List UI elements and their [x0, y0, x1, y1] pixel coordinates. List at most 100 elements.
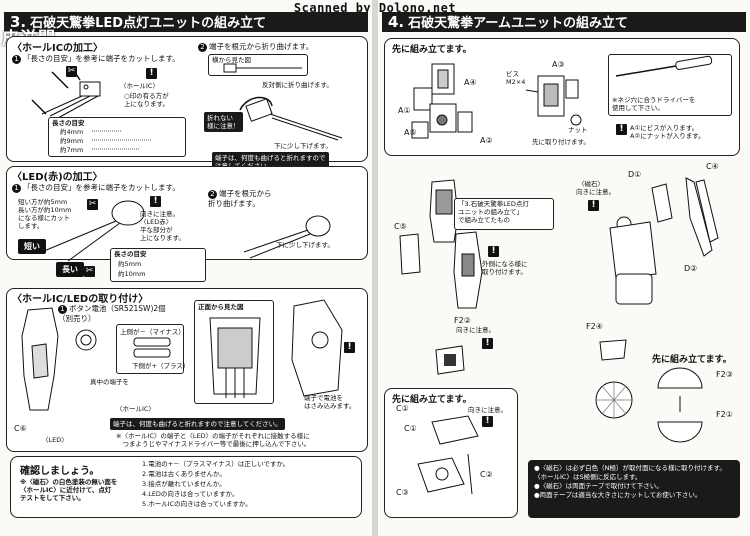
- mount-title: 〈ホールIC/LEDの取り付け〉: [12, 294, 149, 305]
- driver-note-callout: [608, 54, 732, 116]
- assemble-first-label-2: 先に組み立てます。: [652, 355, 732, 365]
- section-title: 石破天驚拳アームユニットの組み立て: [408, 16, 628, 31]
- part-c1-label: C①: [404, 424, 417, 433]
- length-guide-title: 長さの目安: [114, 250, 147, 258]
- driver-note: ※ネジ穴に合うドライバーを 使用して下さい。: [612, 96, 696, 112]
- led-unit-ref: 「3.石破天驚拳LED点灯 ユニットの組み立て」 で組み立てたもの: [458, 200, 529, 224]
- arm-side-drawing: [291, 299, 343, 397]
- check-title: 確認しましょう。: [20, 466, 100, 477]
- check-panel: [10, 456, 362, 518]
- check-item: 5.ホールICの向きは合っていますか。: [142, 500, 252, 508]
- magnet-test-note: ※〈磁石〉の白色塗装の無い面を 〈ホールIC〉に近付けて、点灯 テストをして下さ…: [20, 478, 118, 502]
- warning-icon: !: [482, 416, 493, 427]
- hall-step1: 1「長さの目安」を参考に端子をカットします。: [12, 54, 180, 64]
- magnet-label: 〈磁石〉: [578, 180, 604, 188]
- check-item: 1.電池の+－（プラスマイナス）は正しいですか。: [142, 460, 290, 468]
- part-c1-label: C①: [396, 404, 409, 413]
- part-a-assembled-drawing: [525, 75, 582, 126]
- magnet-notes-panel: ●〈磁石〉は必ず白色（N極）が取付面になる様に取り付けます。〈ホールIC〉はS極…: [528, 460, 740, 518]
- led-unit-ref-callout: [454, 198, 554, 230]
- part-c4-label: C④: [706, 162, 719, 171]
- sphere-halves-drawing: [657, 367, 703, 443]
- led-length-guide: [110, 248, 206, 282]
- hall-ic-label: 〈ホールIC〉: [120, 82, 159, 90]
- led-processing-panel: [6, 166, 368, 260]
- minus-side-label: 上側が－（マイナス）: [120, 328, 185, 336]
- part-f2-2-drawing: [435, 345, 465, 375]
- led-bend-illustration: [243, 215, 331, 259]
- step-2-icon: 2: [198, 42, 207, 52]
- part-c5-label: C⑤: [394, 222, 407, 231]
- bend-down-label: 下に少し下げます。: [274, 142, 332, 150]
- hall-ic-note: ○印の有る方が 上になります。: [124, 92, 169, 108]
- led-unit-drawing: [453, 231, 483, 309]
- part-d1-label: D①: [628, 170, 642, 179]
- part-a1-label: A①: [398, 106, 411, 115]
- hall-ic-illustration: [31, 67, 101, 119]
- section-header-3: 3.石破天驚拳LED点灯ユニットの組み立て: [4, 12, 368, 32]
- warning-icon: !: [146, 68, 157, 79]
- plus-side-label: 下側が+（プラス）: [132, 362, 190, 370]
- push-in-note: ※〈ホールIC〉の端子と〈LED〉の端子がそれぞれに接触する様に つまようじやマ…: [116, 432, 311, 448]
- step-1-icon: 1: [58, 304, 67, 314]
- fist-sphere-drawing: [595, 339, 633, 419]
- screw-nut-note: A①にビスが入ります。 A②にナットが入ります。: [630, 124, 705, 140]
- part-d2-label: D②: [684, 264, 698, 273]
- led-illustration: [43, 200, 145, 262]
- bend-reverse-label: 反対側に折り曲げます。: [262, 81, 333, 89]
- hall-ic-title: 〈ホールICの加工〉: [12, 43, 104, 54]
- warning-icon: !: [488, 246, 499, 257]
- part-f2-2-label: F2②: [454, 316, 471, 325]
- scissors-icon: ✂: [84, 266, 95, 277]
- length-guide-title: 長さの目安: [52, 119, 85, 127]
- length-item: 約4mm: [60, 128, 84, 136]
- warning-icon: !: [588, 200, 599, 211]
- led-step1: 1「長さの目安」を参考に端子をカットします。: [12, 183, 180, 193]
- step-1-icon: 1: [12, 183, 21, 193]
- warning-icon: !: [616, 124, 627, 135]
- magnet-note: ●〈磁石〉は両面テープで取付けて下さい。: [534, 482, 663, 490]
- led-mount-label: 〈LED〉: [42, 436, 68, 444]
- length-item: 約5mm: [118, 260, 142, 268]
- arm-part-c6-drawing: [21, 307, 59, 411]
- assemble-first-label: 先に組み立てます。: [392, 45, 472, 55]
- mount-repeat-warning: 端子は、何度も曲げると折れますので注意してください。: [110, 418, 285, 430]
- part-a2-label: A②: [480, 136, 493, 145]
- led-bend-down-label: 下に少し下げます。: [276, 241, 334, 249]
- step-1-icon: 1: [12, 54, 21, 64]
- middle-terminal-label: 真中の端子を: [90, 378, 129, 386]
- led-orientation-note: 向きに注意。 〈LED赤〉 平な部分が 上になります。: [140, 210, 185, 242]
- battery-drawing: [75, 329, 97, 351]
- scissors-icon: ✂: [87, 199, 98, 210]
- assemble-first-label-3: 先に組み立てます。: [392, 395, 472, 405]
- part-c-drawing: [417, 415, 479, 495]
- length-item: 約9mm: [60, 137, 84, 145]
- part-a-exploded-drawing: [411, 63, 473, 139]
- battery-stack-drawing: [133, 337, 171, 358]
- subassembly-panel-c: [384, 388, 518, 518]
- section-number: 4.: [388, 13, 405, 31]
- length-item: 約10mm: [118, 270, 146, 278]
- page-gutter: [372, 0, 378, 536]
- no-break-warning: 折れない 様に注意！: [204, 112, 243, 132]
- screw-label: ビス M2×4: [506, 70, 526, 86]
- part-f2-4-label: F2④: [586, 322, 603, 331]
- check-item: 2.電池は古くありませんか。: [142, 470, 226, 478]
- check-item: 3.接点が離れていませんか。: [142, 480, 226, 488]
- magnet-note: ●〈磁石〉は必ず白色（N極）が取付面になる様に取り付けます。〈ホールIC〉はS極…: [534, 464, 726, 481]
- warning-icon: !: [482, 338, 493, 349]
- short-lead-label: 短い: [18, 239, 46, 254]
- scissors-icon: ✂: [66, 66, 77, 77]
- part-a5-label: A⑤: [404, 128, 417, 137]
- magnet-orientation-note: 向きに注意。: [576, 188, 615, 196]
- long-lead-label: 長い: [56, 262, 84, 277]
- part-c5-drawing: [399, 233, 421, 275]
- led-title: 〈LED(赤)の加工〉: [12, 172, 103, 183]
- front-view-drawing: [209, 317, 261, 398]
- warning-icon: !: [344, 342, 355, 353]
- side-view-label: 横から見た図: [212, 56, 251, 64]
- step-2-icon: 2: [208, 189, 217, 199]
- section-number: 3.: [10, 13, 27, 31]
